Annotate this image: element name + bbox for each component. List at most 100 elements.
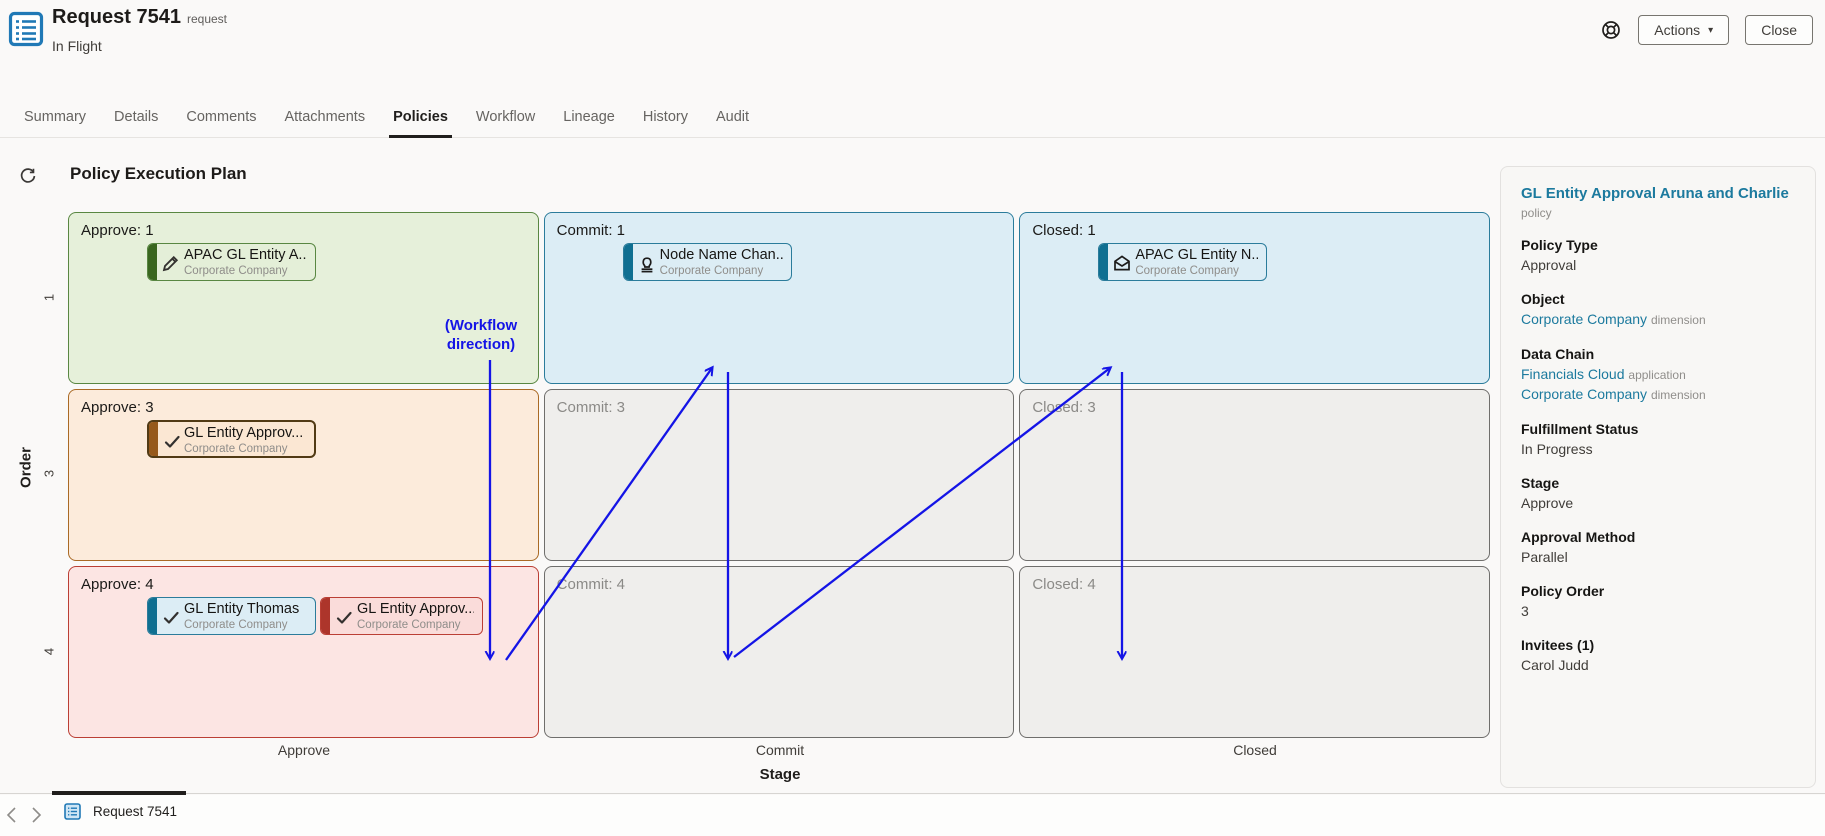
plan-title: Policy Execution Plan [70,164,247,183]
policy-card-title: Node Name Chan... [659,247,783,263]
bottom-tab-bar: Request 7541 [0,795,1825,836]
cell-closed-3: Closed: 3 [1019,389,1490,561]
close-button-label: Close [1761,22,1797,38]
request-tab-icon [64,803,81,820]
column-label-approve: Approve [277,742,331,758]
policy-link[interactable]: GL Entity Approval Aruna and Charlie [1521,185,1789,202]
actions-button[interactable]: Actions ▾ [1638,15,1730,45]
policy-card-gl-entity-thomas[interactable]: GL Entity Thomas Corporate Company [147,597,316,635]
tab-lineage[interactable]: Lineage [563,108,615,125]
policy-card-node-name-chan[interactable]: Node Name Chan... Corporate Company [622,243,792,281]
refresh-icon[interactable] [19,167,37,185]
cell-approve-4: Approve: 4 GL Entity Thomas Corporate Co… [68,566,539,738]
cell-label: Closed: 3 [1032,399,1096,416]
field-label-policy-order: Policy Order [1521,583,1605,599]
row-label-1: 1 [41,293,57,302]
footer-divider [0,793,1825,794]
object-dimension-qualifier: dimension [1650,313,1706,327]
field-value-invitees: Carol Judd [1521,657,1589,673]
footer-active-tab-indicator [52,791,186,795]
chevron-down-icon: ▾ [1708,24,1714,36]
tab-attachments[interactable]: Attachments [284,108,366,125]
data-chain-application-qualifier: application [1628,368,1686,382]
policy-card-title: GL Entity Approv... [357,601,474,617]
cell-label: Approve: 3 [81,399,154,416]
cell-label: Closed: 1 [1032,222,1096,239]
cell-label: Closed: 4 [1032,576,1096,593]
cell-approve-1: Approve: 1 APAC GL Entity A... Corporate… [68,212,539,384]
field-value-fulfillment-status: In Progress [1521,441,1593,457]
tab-summary[interactable]: Summary [24,108,87,125]
back-icon[interactable] [4,804,22,826]
check-icon [161,607,181,627]
policy-details-panel: GL Entity Approval Aruna and Charlie pol… [1500,166,1816,788]
settings-icon[interactable] [1600,19,1622,41]
cell-label: Commit: 3 [556,399,625,416]
stamp-icon [637,253,657,273]
x-axis-title: Stage [759,766,801,783]
page-title-qualifier: request [186,12,227,26]
field-label-data-chain: Data Chain [1521,346,1595,362]
cell-closed-1: Closed: 1 APAC GL Entity N... Corporate … [1019,212,1490,384]
tab-workflow[interactable]: Workflow [475,108,536,125]
workflow-note-line2: direction) [446,336,516,353]
field-label-invitees: Invitees (1) [1521,637,1595,653]
row-label-3: 3 [41,469,57,478]
policy-card-title: GL Entity Approv... [184,425,304,441]
object-dimension-link[interactable]: Corporate Company [1521,311,1648,327]
envelope-icon [1112,253,1132,273]
tab-bar: Summary Details Comments Attachments Pol… [0,96,1825,138]
field-value-policy-type: Approval [1521,257,1577,273]
row-label-4: 4 [41,647,57,656]
data-chain-dimension-qualifier: dimension [1650,388,1706,402]
request-icon [8,11,44,47]
policy-qualifier: policy [1521,206,1552,220]
field-value-policy-order: 3 [1521,603,1529,619]
cell-commit-1: Commit: 1 Node Name Chan... Corporate Co… [543,212,1015,384]
policy-card-gl-entity-approval-selected[interactable]: GL Entity Approv... Corporate Company [147,420,316,458]
request-tab[interactable]: Request 7541 [64,803,177,820]
check-icon [162,431,182,451]
policy-card-title: GL Entity Thomas [184,601,300,617]
cell-label: Approve: 4 [81,576,154,593]
data-chain-dimension-link[interactable]: Corporate Company [1521,386,1648,402]
field-label-object: Object [1521,291,1565,307]
policy-card-apac-gl-entity-n[interactable]: APAC GL Entity N... Corporate Company [1098,243,1268,281]
cell-closed-4: Closed: 4 [1019,566,1490,738]
workflow-note-line1: (Workflow [444,317,518,334]
data-chain-application-link[interactable]: Financials Cloud [1521,366,1625,382]
pencil-icon [161,253,181,273]
field-label-approval-method: Approval Method [1521,529,1636,545]
cell-label: Commit: 1 [556,222,625,239]
tab-details[interactable]: Details [114,108,159,125]
page-title: Request 7541 [52,6,181,28]
policy-card-subtitle: Corporate Company [357,619,461,631]
cell-approve-3: Approve: 3 GL Entity Approv... Corporate… [68,389,539,561]
tab-policies[interactable]: Policies [379,96,462,138]
tab-comments[interactable]: Comments [186,108,257,125]
cell-commit-3: Commit: 3 [543,389,1015,561]
tab-audit[interactable]: Audit [715,108,750,125]
workflow-direction-note: (Workflow direction) [426,316,536,354]
policy-card-gl-entity-approval[interactable]: GL Entity Approv... Corporate Company [320,597,483,635]
policy-card-subtitle: Corporate Company [184,443,288,455]
field-value-approval-method: Parallel [1521,549,1568,565]
close-button[interactable]: Close [1745,15,1813,45]
field-value-stage: Approve [1521,495,1574,511]
policy-card-subtitle: Corporate Company [659,265,764,277]
policy-card-title: APAC GL Entity N... [1135,247,1259,263]
field-label-policy-type: Policy Type [1521,237,1598,253]
policy-card-apac-gl-entity-a[interactable]: APAC GL Entity A... Corporate Company [147,243,316,281]
field-label-fulfillment-status: Fulfillment Status [1521,421,1639,437]
policy-card-title: APAC GL Entity A... [184,247,307,263]
cell-commit-4: Commit: 4 [543,566,1015,738]
forward-icon[interactable] [28,804,46,826]
policy-grid: Approve: 1 APAC GL Entity A... Corporate… [68,212,1490,738]
column-label-closed: Closed [1233,742,1277,758]
actions-button-label: Actions [1654,22,1701,38]
column-label-commit: Commit [755,742,805,758]
field-label-stage: Stage [1521,475,1560,491]
policy-card-subtitle: Corporate Company [1135,265,1239,277]
tab-history[interactable]: History [642,108,688,125]
request-status: In Flight [52,38,102,54]
